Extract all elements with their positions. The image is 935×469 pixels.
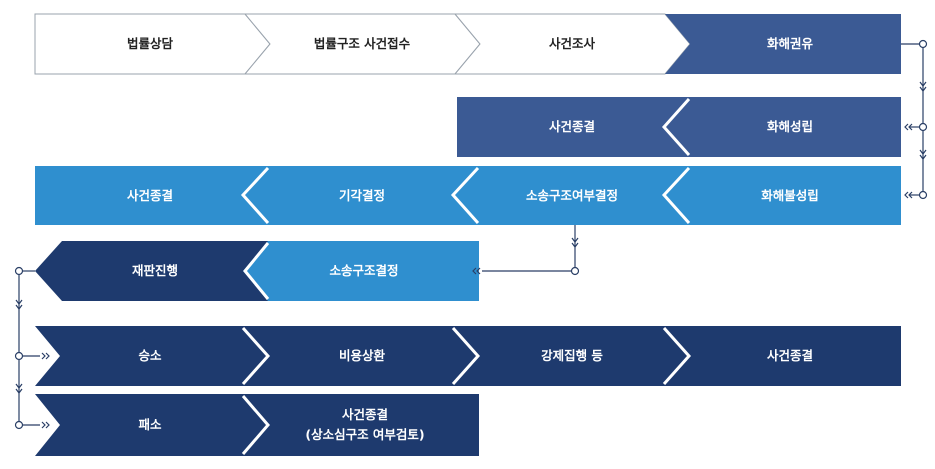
step-case-closed-d-line1: 사건종결 — [342, 407, 388, 422]
step-legal-consultation-label: 법률상담 — [127, 36, 174, 51]
step-case-closed-b — [35, 166, 901, 225]
step-win — [35, 326, 901, 386]
step-aid-decision — [243, 241, 479, 301]
step-enforcement-label: 강제집행 등 — [541, 348, 603, 363]
step-loss-label: 패소 — [138, 417, 162, 432]
step-case-investigation-label: 사건조사 — [549, 36, 596, 51]
step-case-closed-a — [457, 97, 689, 157]
connector-node — [918, 39, 928, 49]
step-case-closed-d-line2: (상소심구조 여부검토) — [305, 427, 424, 442]
step-win-label: 승소 — [138, 348, 162, 363]
step-aid-decision-label: 소송구조결정 — [329, 263, 398, 278]
step-loss — [35, 394, 479, 456]
step-trial-proceeding — [35, 241, 268, 301]
row-6: 패소 사건종결 (상소심구조 여부검토) — [35, 394, 479, 456]
row-1: 법률상담 법률구조 사건접수 사건조사 화해권유 — [34, 13, 901, 75]
connectors — [14, 39, 928, 430]
step-case-closed-a-label: 사건종결 — [549, 119, 595, 134]
step-settlement-recommendation-label: 화해권유 — [767, 36, 814, 51]
step-settlement-failed-label: 화해불성립 — [761, 188, 819, 203]
row-5: 승소 비용상환 강제집행 등 사건종결 — [35, 326, 901, 386]
step-case-closed-c-label: 사건종결 — [767, 348, 813, 363]
step-case-closed-b-label: 사건종결 — [127, 188, 173, 203]
row-2: 사건종결 화해성립 — [457, 97, 901, 157]
step-case-intake-label: 법률구조 사건접수 — [314, 36, 411, 51]
row-4: 재판진행 소송구조결정 — [35, 241, 479, 301]
step-cost-reimbursement-label: 비용상환 — [339, 348, 386, 363]
row-3: 사건종결 기각결정 소송구조여부결정 화해불성립 — [35, 166, 901, 225]
step-settlement-recommendation — [665, 14, 901, 74]
step-aid-decision-pending-label: 소송구조여부결정 — [526, 188, 618, 203]
step-settlement-reached — [662, 97, 901, 157]
step-settlement-reached-label: 화해성립 — [767, 119, 813, 134]
step-dismissal-decision-label: 기각결정 — [339, 188, 385, 203]
step-trial-proceeding-label: 재판진행 — [132, 263, 178, 278]
